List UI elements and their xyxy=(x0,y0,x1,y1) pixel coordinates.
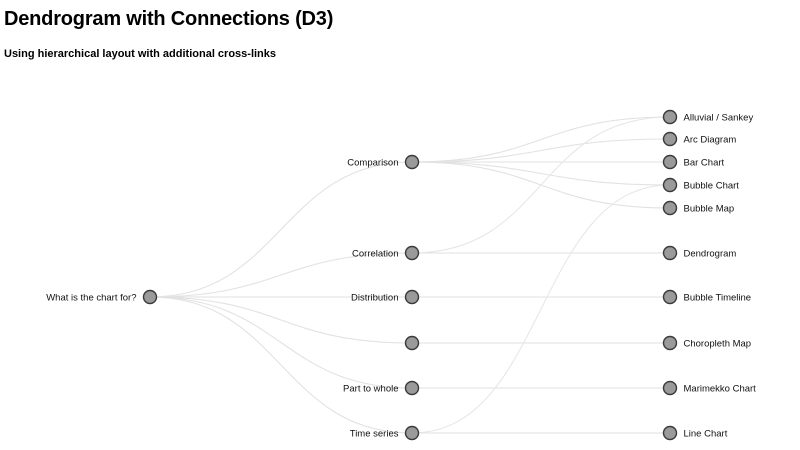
node-label: Line Chart xyxy=(684,428,728,439)
node-circle-icon[interactable] xyxy=(404,380,420,396)
node-unnamed[interactable] xyxy=(404,335,420,351)
node-bubblemap[interactable]: Bubble Map xyxy=(662,200,735,216)
tree-link xyxy=(149,296,413,389)
cross-link xyxy=(411,184,671,434)
node-label: Alluvial / Sankey xyxy=(684,112,754,123)
node-dendrogram[interactable]: Dendrogram xyxy=(662,245,737,261)
page-title: Dendrogram with Connections (D3) xyxy=(4,8,334,30)
tree-link xyxy=(411,138,671,163)
node-circle-icon[interactable] xyxy=(404,245,420,261)
tree-link xyxy=(149,161,413,298)
node-timeseries[interactable]: Time series xyxy=(350,425,420,441)
node-circle-icon[interactable] xyxy=(404,335,420,351)
node-root[interactable]: What is the chart for? xyxy=(46,289,158,305)
node-circle-icon[interactable] xyxy=(404,154,420,170)
tree-link xyxy=(149,296,413,344)
node-correlation[interactable]: Correlation xyxy=(352,245,420,261)
node-circle-icon[interactable] xyxy=(662,131,678,147)
node-circle-icon[interactable] xyxy=(662,177,678,193)
node-comparison[interactable]: Comparison xyxy=(347,154,420,170)
node-circle-icon[interactable] xyxy=(662,425,678,441)
node-bubbletime[interactable]: Bubble Timeline xyxy=(662,289,752,305)
node-circle-icon[interactable] xyxy=(662,289,678,305)
node-label: Comparison xyxy=(347,157,398,168)
node-distribution[interactable]: Distribution xyxy=(351,289,420,305)
node-circle-icon[interactable] xyxy=(662,335,678,351)
node-label: Arc Diagram xyxy=(684,134,737,145)
node-circle-icon[interactable] xyxy=(662,154,678,170)
node-label: Choropleth Map xyxy=(684,338,752,349)
node-label: Bubble Chart xyxy=(684,180,740,191)
node-line[interactable]: Line Chart xyxy=(662,425,728,441)
node-label: Dendrogram xyxy=(684,248,737,259)
tree-link xyxy=(149,296,413,434)
node-label: Time series xyxy=(350,428,399,439)
node-label: Correlation xyxy=(352,248,398,259)
node-circle-icon[interactable] xyxy=(662,245,678,261)
node-marimekko[interactable]: Marimekko Chart xyxy=(662,380,757,396)
node-bubblechart[interactable]: Bubble Chart xyxy=(662,177,740,193)
node-choropleth[interactable]: Choropleth Map xyxy=(662,335,752,351)
node-circle-icon[interactable] xyxy=(142,289,158,305)
page-subtitle: Using hierarchical layout with additiona… xyxy=(4,48,277,60)
node-parttowhole[interactable]: Part to whole xyxy=(343,380,420,396)
node-label: Bubble Timeline xyxy=(684,292,752,303)
node-label: Bar Chart xyxy=(684,157,725,168)
node-circle-icon[interactable] xyxy=(404,289,420,305)
tree-link xyxy=(411,116,671,163)
node-label: Part to whole xyxy=(343,383,398,394)
node-circle-icon[interactable] xyxy=(662,380,678,396)
node-label: What is the chart for? xyxy=(46,292,136,303)
node-arc[interactable]: Arc Diagram xyxy=(662,131,737,147)
cross-link xyxy=(411,116,671,254)
tree-link xyxy=(149,252,413,298)
tree-link xyxy=(411,161,671,186)
node-circle-icon[interactable] xyxy=(662,200,678,216)
links-layer xyxy=(149,116,671,434)
node-label: Bubble Map xyxy=(684,203,735,214)
node-alluvial[interactable]: Alluvial / Sankey xyxy=(662,109,754,125)
node-label: Distribution xyxy=(351,292,399,303)
node-bar[interactable]: Bar Chart xyxy=(662,154,725,170)
node-circle-icon[interactable] xyxy=(404,425,420,441)
node-label: Marimekko Chart xyxy=(684,383,757,394)
node-circle-icon[interactable] xyxy=(662,109,678,125)
nodes-layer: What is the chart for? ComparisonCorrelat… xyxy=(46,109,757,441)
